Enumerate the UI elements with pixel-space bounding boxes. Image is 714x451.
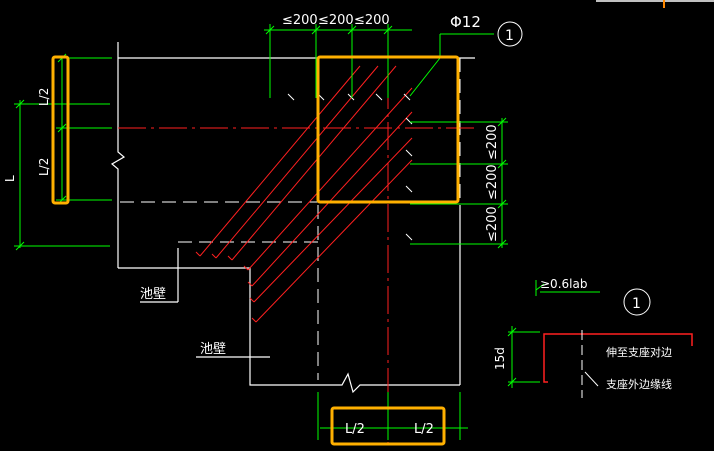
detail-1 — [543, 288, 693, 398]
support-zone-highlight — [316, 55, 460, 204]
corner-mark — [596, 0, 714, 8]
left-dim-half-top: L/2 — [37, 88, 51, 106]
left-dim-total: L — [3, 175, 17, 182]
top-dim-1: ≤200 — [282, 13, 318, 28]
bottom-dim-highlight — [330, 406, 446, 446]
rebar-ticks — [287, 93, 413, 241]
detail-note-edge: 支座外边缘线 — [606, 377, 672, 391]
axis-lines — [118, 40, 475, 445]
detail-note-extend: 伸至支座对边 — [606, 345, 672, 359]
wall-outlines — [110, 42, 475, 394]
bottom-dim-right: L/2 — [414, 422, 434, 437]
right-dim-2: ≤200 — [485, 164, 500, 200]
callout-number: 1 — [505, 28, 514, 44]
right-dim-3: ≤200 — [485, 206, 500, 242]
top-dim-2: ≤200 — [318, 13, 354, 28]
callout-circle — [497, 21, 523, 47]
detail-hook-dim: 15d — [493, 347, 507, 370]
hidden-lines — [120, 58, 461, 380]
wall-label-lower: 池壁 — [200, 342, 226, 357]
detail-number: 1 — [632, 296, 641, 312]
wall-label-upper: 池壁 — [140, 287, 166, 302]
rebar-label: Φ12 — [450, 13, 481, 31]
highlight-boxes — [51, 55, 460, 446]
right-dim-1: ≤200 — [485, 124, 500, 160]
diagonal-rebars — [195, 65, 413, 323]
left-dim-highlight — [51, 55, 70, 205]
detail-anchor-dim: ≥0.6lab — [540, 277, 587, 291]
left-dim-half-bottom: L/2 — [37, 158, 51, 176]
bottom-dim-left: L/2 — [345, 422, 365, 437]
top-dim-3: ≤200 — [354, 13, 390, 28]
